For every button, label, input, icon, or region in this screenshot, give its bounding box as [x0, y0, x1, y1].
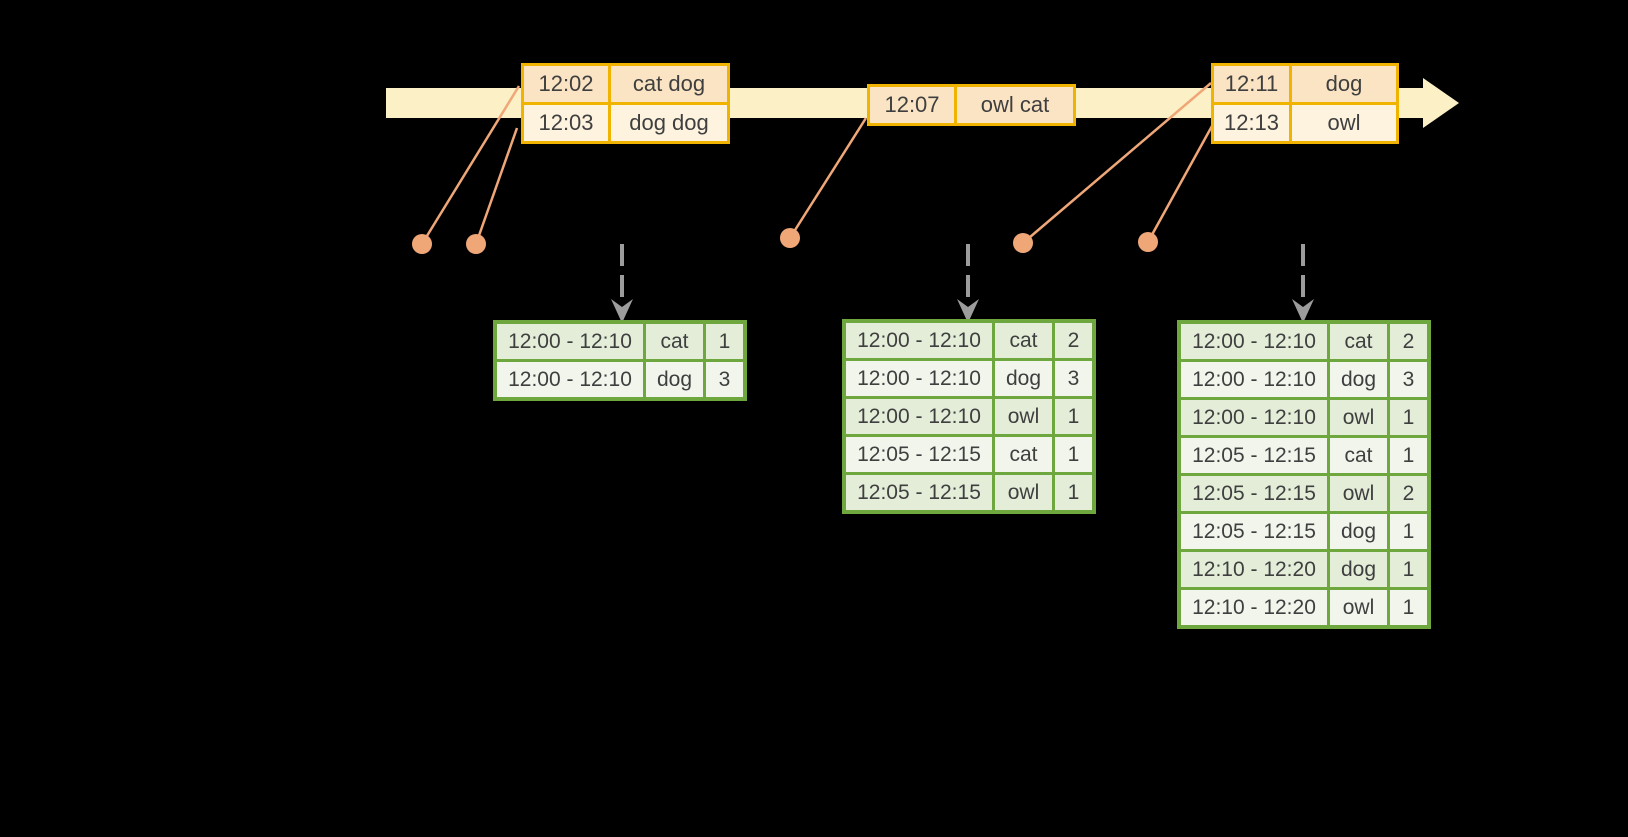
event-words: owl cat: [957, 87, 1073, 123]
table-row: 12:05 - 12:15 cat 1: [846, 437, 1092, 472]
word-cell: dog: [646, 362, 703, 397]
count-cell: 1: [1390, 400, 1427, 435]
trigger-arrows: [611, 244, 1314, 323]
window-cell: 12:10 - 12:20: [1181, 552, 1327, 587]
event-dots: [412, 228, 1158, 254]
event-time: 12:13: [1214, 105, 1289, 141]
word-cell: dog: [1330, 514, 1387, 549]
result-table-2: 12:00 - 12:10 cat 2 12:00 - 12:10 dog 3 …: [842, 319, 1096, 514]
word-cell: dog: [995, 361, 1052, 396]
event-box-1202: 12:02 cat dog 12:03 dog dog: [521, 63, 730, 144]
count-cell: 1: [1055, 399, 1092, 434]
count-cell: 1: [1390, 514, 1427, 549]
count-cell: 2: [1390, 476, 1427, 511]
event-row: 12:02 cat dog: [524, 66, 727, 102]
dashed-arrow-head-icon: [1292, 299, 1314, 323]
connector-line-4: [1022, 82, 1212, 244]
word-cell: cat: [995, 437, 1052, 472]
word-cell: cat: [995, 323, 1052, 358]
connector-line-1: [420, 85, 521, 245]
table-row: 12:00 - 12:10 dog 3: [497, 362, 743, 397]
window-cell: 12:00 - 12:10: [1181, 324, 1327, 359]
window-cell: 12:05 - 12:15: [1181, 476, 1327, 511]
event-box-1207: 12:07 owl cat: [867, 84, 1076, 126]
window-cell: 12:05 - 12:15: [846, 475, 992, 510]
event-dot-icon: [412, 234, 432, 254]
event-row: 12:11 dog: [1214, 66, 1396, 102]
event-dot-icon: [780, 228, 800, 248]
word-cell: owl: [1330, 476, 1387, 511]
table-row: 12:00 - 12:10 dog 3: [1181, 362, 1427, 397]
window-cell: 12:05 - 12:15: [1181, 438, 1327, 473]
window-cell: 12:05 - 12:15: [1181, 514, 1327, 549]
connector-line-2: [474, 127, 519, 245]
result-table-1: 12:00 - 12:10 cat 1 12:00 - 12:10 dog 3: [493, 320, 747, 401]
window-cell: 12:00 - 12:10: [497, 362, 643, 397]
event-time: 12:02: [524, 66, 608, 102]
window-cell: 12:00 - 12:10: [1181, 362, 1327, 397]
event-time: 12:11: [1214, 66, 1289, 102]
table-row: 12:00 - 12:10 cat 2: [1181, 324, 1427, 359]
word-cell: owl: [1330, 400, 1387, 435]
word-cell: dog: [1330, 362, 1387, 397]
word-cell: owl: [995, 399, 1052, 434]
window-cell: 12:00 - 12:10: [497, 324, 643, 359]
window-cell: 12:00 - 12:10: [846, 323, 992, 358]
window-cell: 12:05 - 12:15: [846, 437, 992, 472]
table-row: 12:00 - 12:10 cat 1: [497, 324, 743, 359]
event-words: owl: [1292, 105, 1396, 141]
window-cell: 12:00 - 12:10: [846, 361, 992, 396]
table-row: 12:05 - 12:15 owl 2: [1181, 476, 1427, 511]
count-cell: 3: [1390, 362, 1427, 397]
count-cell: 1: [1055, 437, 1092, 472]
event-words: dog: [1292, 66, 1396, 102]
word-cell: cat: [1330, 438, 1387, 473]
word-cell: owl: [995, 475, 1052, 510]
event-row: 12:07 owl cat: [870, 87, 1073, 123]
dashed-arrow-head-icon: [611, 299, 633, 323]
window-cell: 12:10 - 12:20: [1181, 590, 1327, 625]
event-words: cat dog: [611, 66, 727, 102]
event-time: 12:07: [870, 87, 954, 123]
table-row: 12:10 - 12:20 owl 1: [1181, 590, 1427, 625]
table-row: 12:00 - 12:10 owl 1: [846, 399, 1092, 434]
word-cell: cat: [646, 324, 703, 359]
event-row: 12:13 owl: [1214, 105, 1396, 141]
table-row: 12:00 - 12:10 cat 2: [846, 323, 1092, 358]
timeline-arrowhead-icon: [1423, 78, 1459, 128]
event-connector-lines: [420, 82, 1214, 245]
word-cell: owl: [1330, 590, 1387, 625]
table-row: 12:00 - 12:10 dog 3: [846, 361, 1092, 396]
event-row: 12:03 dog dog: [524, 105, 727, 141]
count-cell: 2: [1390, 324, 1427, 359]
count-cell: 1: [706, 324, 743, 359]
count-cell: 1: [1390, 590, 1427, 625]
table-row: 12:05 - 12:15 owl 1: [846, 475, 1092, 510]
word-cell: cat: [1330, 324, 1387, 359]
event-dot-icon: [1138, 232, 1158, 252]
event-dot-icon: [466, 234, 486, 254]
connector-line-5: [1146, 125, 1214, 243]
event-words: dog dog: [611, 105, 727, 141]
result-table-3: 12:00 - 12:10 cat 2 12:00 - 12:10 dog 3 …: [1177, 320, 1431, 629]
table-row: 12:10 - 12:20 dog 1: [1181, 552, 1427, 587]
table-row: 12:05 - 12:15 dog 1: [1181, 514, 1427, 549]
count-cell: 1: [1390, 552, 1427, 587]
event-dot-icon: [1013, 233, 1033, 253]
dashed-arrow-head-icon: [957, 299, 979, 323]
window-cell: 12:00 - 12:10: [1181, 400, 1327, 435]
table-row: 12:00 - 12:10 owl 1: [1181, 400, 1427, 435]
table-row: 12:05 - 12:15 cat 1: [1181, 438, 1427, 473]
window-cell: 12:00 - 12:10: [846, 399, 992, 434]
event-box-1211: 12:11 dog 12:13 owl: [1211, 63, 1399, 144]
count-cell: 1: [1390, 438, 1427, 473]
count-cell: 2: [1055, 323, 1092, 358]
word-cell: dog: [1330, 552, 1387, 587]
count-cell: 3: [706, 362, 743, 397]
count-cell: 3: [1055, 361, 1092, 396]
event-time: 12:03: [524, 105, 608, 141]
connector-line-3: [788, 117, 868, 239]
count-cell: 1: [1055, 475, 1092, 510]
